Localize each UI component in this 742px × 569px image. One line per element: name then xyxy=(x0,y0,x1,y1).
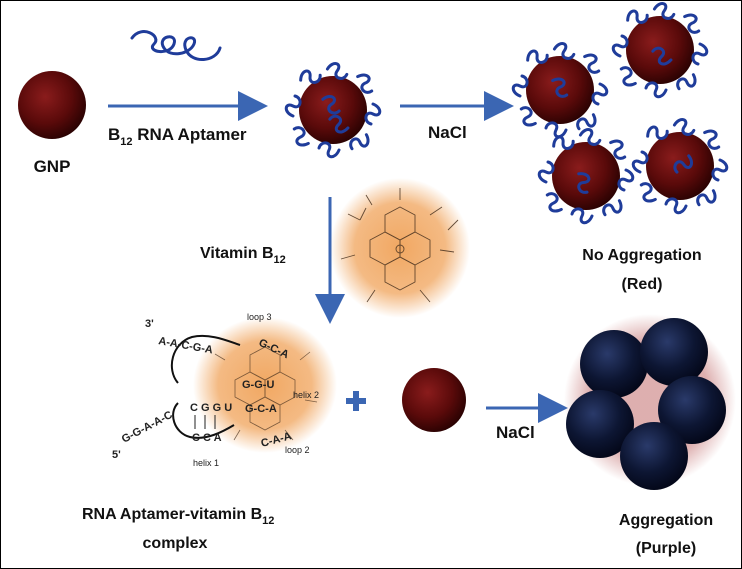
pair-bottom-seq: C C A xyxy=(192,432,222,444)
complex-label: RNA Aptamer-vitamin B12 xyxy=(82,506,274,527)
aggregation-color-label: (Purple) xyxy=(636,540,696,557)
aptamer-label-tail: RNA Aptamer xyxy=(133,125,247,144)
helix-1-label: helix 1 xyxy=(193,458,219,468)
stable-particles xyxy=(511,0,729,225)
nacl-bottom-label: NaCl xyxy=(496,423,535,442)
aggregated-particles xyxy=(564,314,736,490)
loop-2-label: loop 2 xyxy=(285,445,310,455)
base-pair-lines xyxy=(194,415,216,429)
aptamer-label: B12 RNA Aptamer xyxy=(108,125,247,148)
nacl-top-label: NaCl xyxy=(428,123,467,142)
stem-d-seq: G-C-A xyxy=(245,403,277,415)
loop-3-label: loop 3 xyxy=(247,312,272,322)
complex-label-sub: 12 xyxy=(262,515,274,527)
vitamin-label-main: Vitamin B xyxy=(200,245,274,262)
no-aggregation-color-label: (Red) xyxy=(622,276,663,293)
complex-label-main: RNA Aptamer-vitamin B xyxy=(82,506,262,523)
plus-icon xyxy=(346,391,366,411)
gnp-particle xyxy=(18,71,86,139)
bare-gnp-particle xyxy=(402,368,466,432)
aggregation-label: Aggregation xyxy=(619,512,713,529)
aptamer-label-main: B xyxy=(108,125,120,144)
strand-top-seq: A-A-C-G-A xyxy=(157,335,213,356)
helix-2-label: helix 2 xyxy=(293,390,319,400)
aptamer-vitamin-complex: 3' A-A-C-G-A 5' G-G-A-A-C C G G U C C A … xyxy=(112,312,337,468)
vitamin-label: Vitamin B12 xyxy=(200,245,286,266)
aptamer-label-sub: 12 xyxy=(120,136,132,148)
strand-left-seq: G-G-A-A-C xyxy=(120,409,175,446)
stem-c-seq: G-G-U xyxy=(242,379,274,391)
vitamin-label-sub: 12 xyxy=(274,254,286,266)
prime-3-label: 3' xyxy=(145,318,154,330)
no-aggregation-label: No Aggregation xyxy=(582,247,701,264)
aptamer-coated-gnp xyxy=(284,60,382,159)
free-aptamer-strand xyxy=(130,30,222,61)
gnp-label: GNP xyxy=(34,157,71,176)
pair-top-seq: C G G U xyxy=(190,402,232,414)
complex-label-line2: complex xyxy=(143,535,208,552)
vitamin-b12-molecule xyxy=(330,178,470,318)
prime-5-label: 5' xyxy=(112,449,121,461)
